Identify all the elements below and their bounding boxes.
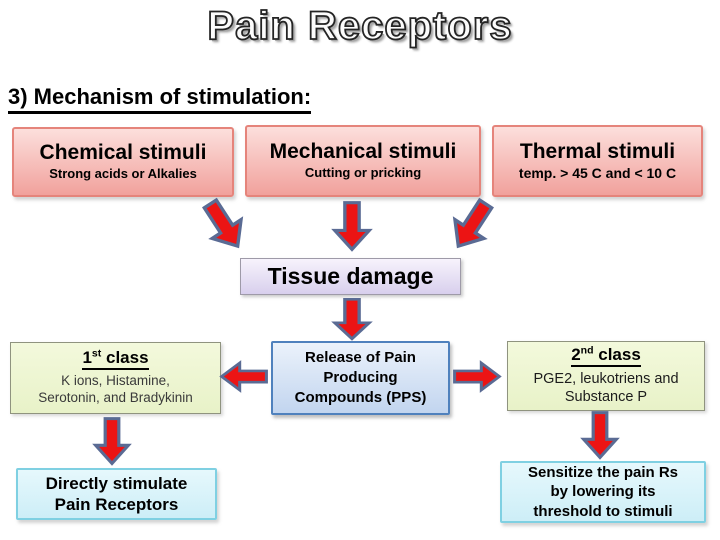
second-class-line1: PGE2, leukotriens and: [533, 370, 679, 387]
chemical-to-tissue-arrow: [202, 197, 244, 249]
mechanical-stimuli-subtitle: Cutting or pricking: [304, 165, 422, 181]
sensitize-box: Sensitize the pain Rs by lowering its th…: [500, 461, 706, 523]
mechanical-stimuli-title: Mechanical stimuli: [269, 140, 457, 164]
chemical-stimuli-title: Chemical stimuli: [39, 141, 207, 165]
release-to-class1-arrow: [219, 360, 268, 393]
first-class-line1: K ions, Histamine,: [61, 372, 170, 388]
second-class-box: 2nd class PGE2, leukotriens and Substanc…: [507, 341, 705, 411]
class1-to-direct-arrow: [92, 417, 132, 466]
release-line2: Producing: [323, 369, 398, 387]
first-class-box: 1st class K ions, Histamine, Serotonin, …: [10, 342, 221, 414]
slide-title: Pain Receptors: [206, 3, 513, 49]
mechanical-to-tissue-arrow: [331, 201, 373, 252]
direct-line2: Pain Receptors: [54, 495, 179, 514]
second-class-title: 2nd class: [571, 345, 641, 367]
release-line1: Release of Pain: [305, 349, 416, 367]
release-box: Release of Pain Producing Compounds (PPS…: [271, 341, 450, 415]
chemical-stimuli-subtitle: Strong acids or Alkalies: [49, 166, 197, 182]
tissue-to-release-arrow: [331, 297, 373, 341]
thermal-to-tissue-arrow: [452, 197, 494, 249]
release-line3: Compounds (PPS): [294, 388, 427, 406]
thermal-stimuli-box: Thermal stimuli temp. > 45 C and < 10 C: [492, 125, 703, 197]
tissue-damage-box: Tissue damage: [240, 258, 461, 295]
sensitize-line2: by lowering its: [550, 483, 656, 501]
first-class-title: 1st class: [82, 348, 149, 370]
second-class-body: PGE2, leukotriens and Substance P: [533, 370, 678, 406]
direct-stimulate-box: Directly stimulate Pain Receptors: [16, 468, 217, 520]
section-heading: 3) Mechanism of stimulation:: [8, 84, 312, 114]
release-to-class2-arrow: [453, 360, 502, 393]
sensitize-line3: threshold to stimuli: [533, 502, 673, 520]
tissue-damage-label: Tissue damage: [267, 263, 434, 289]
thermal-stimuli-subtitle: temp. > 45 C and < 10 C: [518, 164, 677, 181]
sensitize-line1: Sensitize the pain Rs: [527, 463, 679, 481]
first-class-line2: Serotonin, and Bradykinin: [38, 389, 193, 405]
second-class-line2: Substance P: [564, 388, 648, 405]
direct-line1: Directly stimulate: [45, 473, 188, 493]
thermal-stimuli-title: Thermal stimuli: [519, 139, 676, 163]
class2-to-sensitize-arrow: [580, 411, 620, 460]
mechanical-stimuli-box: Mechanical stimuli Cutting or pricking: [245, 125, 481, 197]
chemical-stimuli-box: Chemical stimuli Strong acids or Alkalie…: [12, 127, 234, 197]
first-class-body: K ions, Histamine, Serotonin, and Bradyk…: [38, 373, 193, 407]
